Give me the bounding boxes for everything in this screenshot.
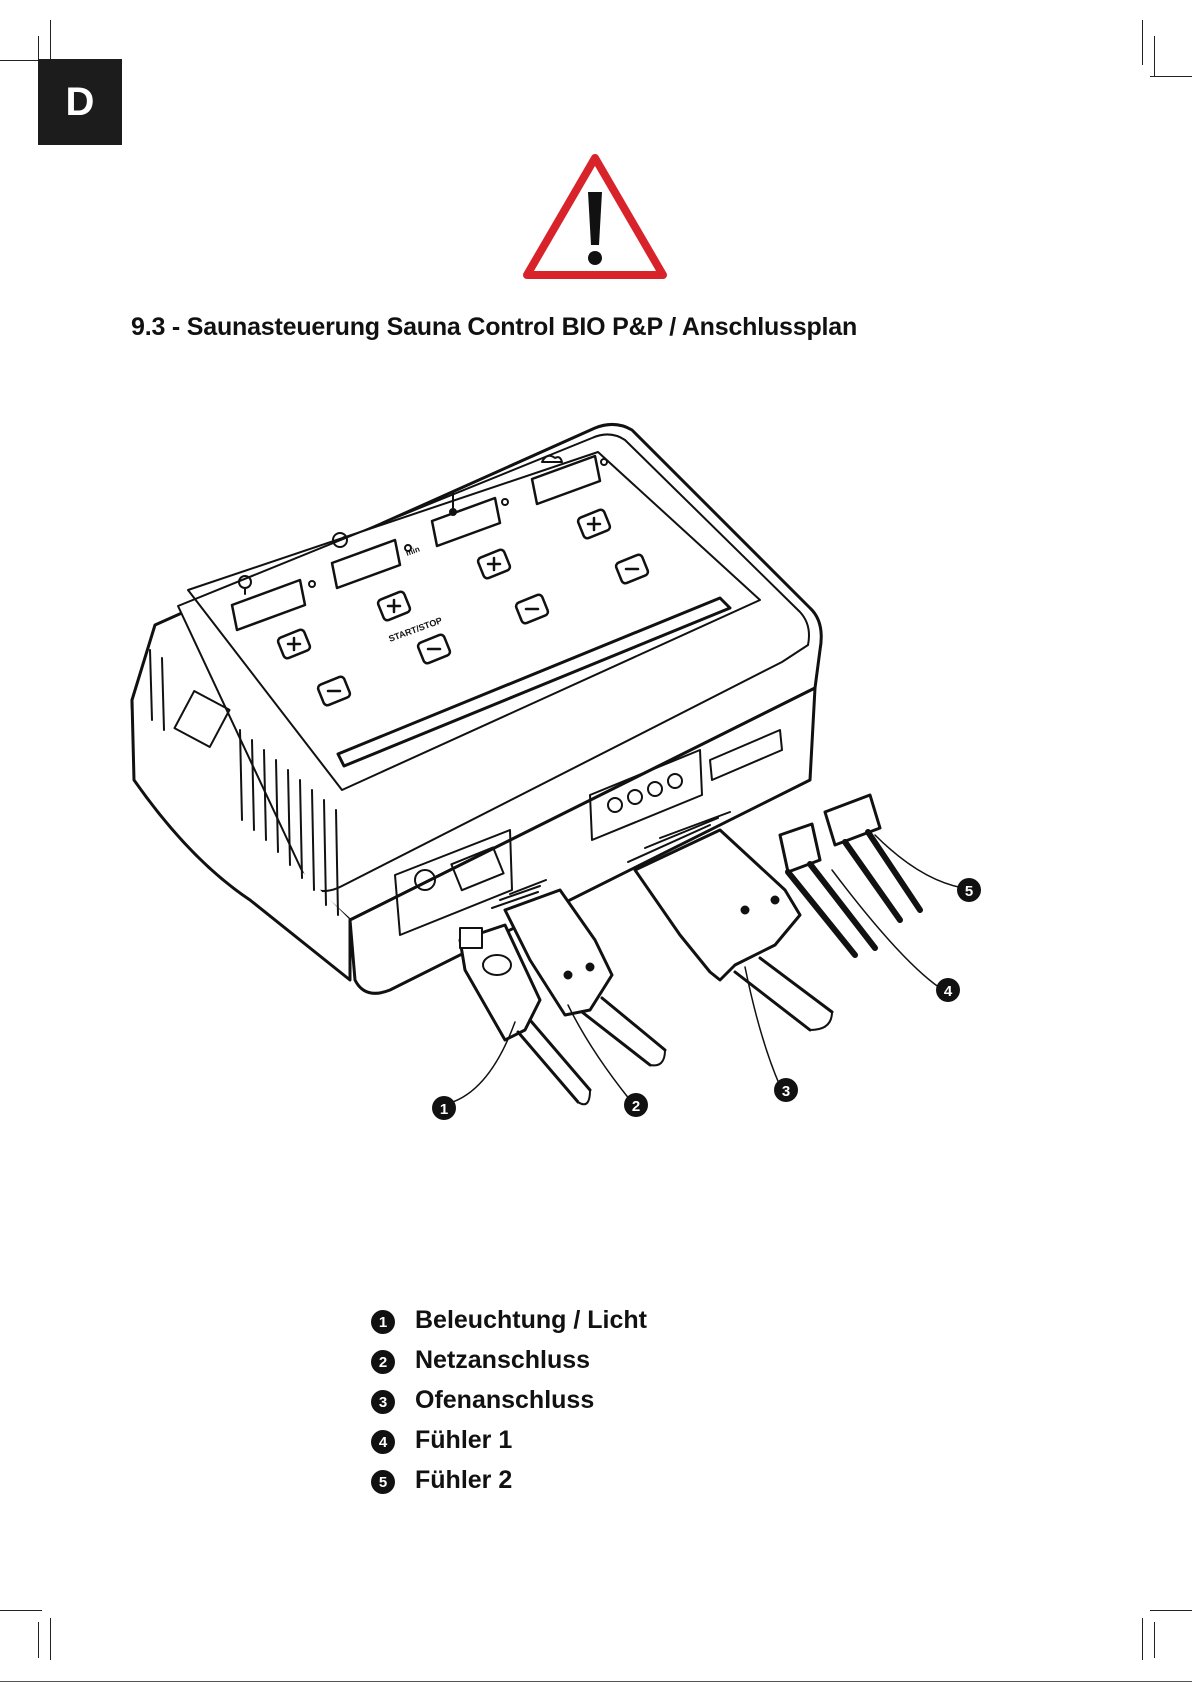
legend-label: Netzanschluss <box>415 1346 590 1375</box>
callout-2-number: 2 <box>632 1098 640 1115</box>
legend-number: 4 <box>371 1430 395 1454</box>
legend-item-sensor-2: 5 Fühler 2 <box>371 1460 647 1500</box>
legend-number: 5 <box>371 1470 395 1494</box>
crop-mark-bottom-right-v <box>1142 1618 1143 1660</box>
callout-5-number: 5 <box>965 883 973 900</box>
connector-sensor-1 <box>780 824 875 955</box>
crop-mark-bottom-right-h <box>1150 1610 1192 1611</box>
crop-mark-top-right-h <box>1150 76 1192 77</box>
legend: 1 Beleuchtung / Licht 2 Netzanschluss 3 … <box>371 1300 647 1500</box>
wiring-diagram: min START/STOP <box>120 400 1080 1200</box>
callout-4: 4 <box>936 978 960 1002</box>
footer-rule <box>0 1681 1192 1682</box>
legend-number: 1 <box>371 1310 395 1334</box>
warning-icon <box>520 150 670 282</box>
legend-item-oven: 3 Ofenanschluss <box>371 1380 647 1420</box>
crop-mark-bottom-right-v2 <box>1154 1622 1155 1658</box>
legend-item-mains: 2 Netzanschluss <box>371 1340 647 1380</box>
callout-1-number: 1 <box>440 1101 448 1118</box>
crop-mark-top-right-v2 <box>1154 36 1155 76</box>
language-tab: D <box>38 59 122 145</box>
callout-2: 2 <box>624 1093 648 1117</box>
legend-label: Fühler 1 <box>415 1426 512 1455</box>
crop-mark-bottom-left-v2 <box>38 1622 39 1658</box>
legend-label: Ofenanschluss <box>415 1386 594 1415</box>
callout-5: 5 <box>957 878 981 902</box>
section-heading: 9.3 - Saunasteuerung Sauna Control BIO P… <box>131 313 857 342</box>
legend-label: Fühler 2 <box>415 1466 512 1495</box>
legend-label: Beleuchtung / Licht <box>415 1306 647 1335</box>
callout-3-number: 3 <box>782 1083 790 1100</box>
crop-mark-bottom-left-v <box>50 1618 51 1660</box>
crop-mark-top-left-h <box>0 60 42 61</box>
legend-number: 3 <box>371 1390 395 1414</box>
legend-item-sensor-1: 4 Fühler 1 <box>371 1420 647 1460</box>
crop-mark-top-left-v2 <box>38 36 39 60</box>
crop-mark-bottom-left-h <box>0 1610 42 1611</box>
crop-mark-top-right-v <box>1142 20 1143 65</box>
legend-number: 2 <box>371 1350 395 1374</box>
callout-3: 3 <box>774 1078 798 1102</box>
callout-1: 1 <box>432 1096 456 1120</box>
callout-4-number: 4 <box>944 983 953 1000</box>
legend-item-light: 1 Beleuchtung / Licht <box>371 1300 647 1340</box>
